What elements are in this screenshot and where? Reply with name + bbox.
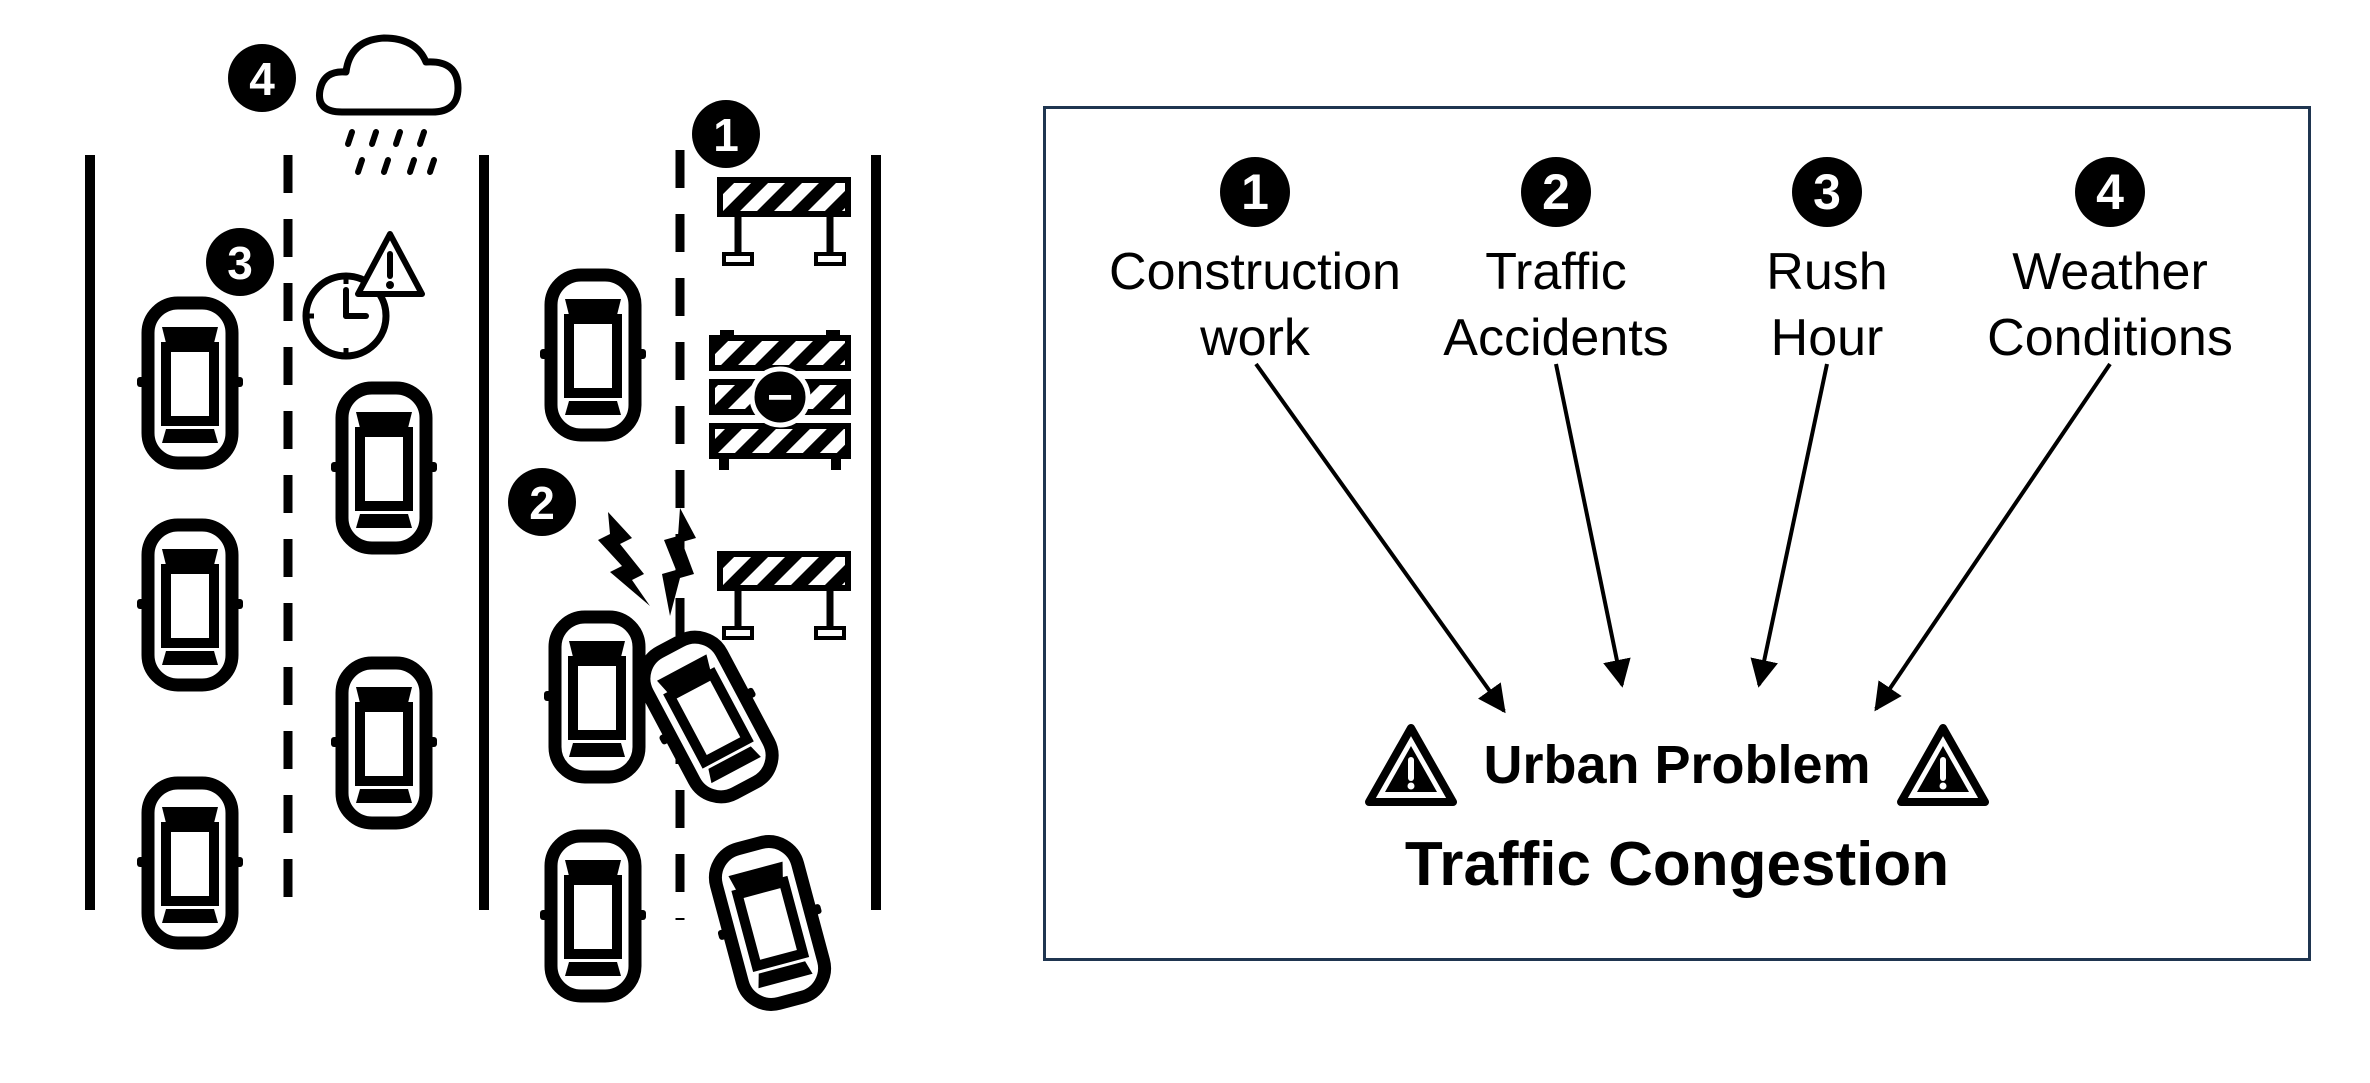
- road-illustration: −: [0, 0, 1000, 1078]
- scene-badge-weather: 4: [228, 44, 296, 112]
- svg-text:2: 2: [529, 477, 555, 529]
- arrow-accidents: [1554, 363, 1631, 688]
- cause-number-badge: 2: [1521, 157, 1591, 227]
- cause-label-line1: Rush: [1766, 243, 1888, 301]
- cause-label-line2: work: [1200, 309, 1310, 367]
- cause-label-line2: Accidents: [1443, 309, 1669, 367]
- problem-label: Urban Problem: [1483, 735, 1871, 795]
- arrow-construction: [1254, 362, 1506, 714]
- road-block-icon: [709, 330, 851, 470]
- no-entry-symbol: −: [767, 373, 793, 422]
- car-icon: [331, 663, 437, 823]
- car-icon: [137, 783, 243, 943]
- svg-text:3: 3: [227, 237, 253, 289]
- cause-number-badge: 3: [1792, 157, 1862, 227]
- cause-label-line2: Conditions: [1987, 309, 2233, 367]
- cause-label-line1: Traffic: [1485, 243, 1627, 301]
- road-scene-svg: −: [85, 34, 881, 1078]
- arrow-rush-hour: [1750, 363, 1829, 688]
- cause-label-line2: Hour: [1770, 309, 1884, 367]
- car-icon: [137, 303, 243, 463]
- clock-warning-icon: [302, 231, 425, 360]
- car-icon: [137, 525, 243, 685]
- crashed-car-icon: [624, 621, 793, 812]
- cause-diagram-panel: 1 Construction work 2 Traffic Accidents …: [1043, 106, 2311, 961]
- cause-label-line1: Construction: [1109, 243, 1401, 301]
- scene-badge-rush-hour: 3: [206, 228, 274, 296]
- svg-text:1: 1: [713, 109, 739, 161]
- warning-icon: [1365, 724, 1458, 806]
- rain-cloud-icon: [315, 34, 462, 175]
- road-barrier-icon: [720, 554, 848, 638]
- car-icon: [540, 836, 646, 996]
- cause-number-badge: 1: [1220, 157, 1290, 227]
- lightning-icon: [598, 508, 696, 616]
- car-icon: [331, 388, 437, 548]
- cause-arrows: [1254, 362, 2112, 714]
- crashed-car-icon: [698, 832, 842, 1014]
- road-barrier-icon: [720, 180, 848, 264]
- car-icon: [544, 617, 650, 777]
- problem-title: Traffic Congestion: [1404, 830, 1950, 899]
- warning-icon: [1896, 724, 1989, 806]
- cause-weather-conditions: 4 Weather Conditions: [1950, 157, 2270, 371]
- scene-badge-construction: 1: [692, 100, 760, 168]
- cause-traffic-accidents: 2 Traffic Accidents: [1396, 157, 1716, 371]
- cause-construction: 1 Construction work: [1095, 157, 1415, 371]
- car-icon: [540, 275, 646, 435]
- svg-text:4: 4: [249, 53, 275, 105]
- arrow-weather: [1874, 362, 2112, 712]
- cause-rush-hour: 3 Rush Hour: [1667, 157, 1987, 371]
- problem-row: Urban Problem: [1046, 715, 2308, 815]
- scene-badge-accident: 2: [508, 468, 576, 536]
- cause-number-badge: 4: [2075, 157, 2145, 227]
- cause-label-line1: Weather: [2012, 243, 2208, 301]
